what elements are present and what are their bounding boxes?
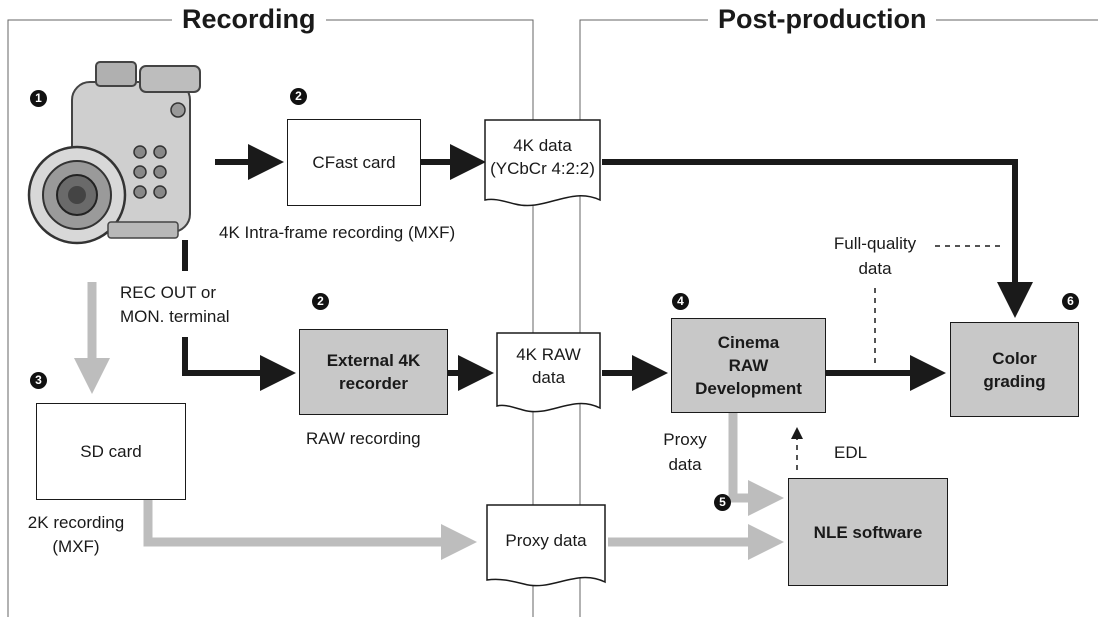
node-external-recorder-line1: External 4K <box>326 351 421 370</box>
badge-external-recorder: 2 <box>312 293 329 310</box>
badge-cfast: 2 <box>290 88 307 105</box>
badge-nle: 5 <box>714 494 731 511</box>
arrow-sd-to-proxy-doc <box>143 500 477 560</box>
doc-raw-data-line2: data <box>531 368 566 387</box>
label-edl: EDL <box>834 443 868 462</box>
doc-4k-data-line1: 4K data <box>513 136 572 155</box>
section-title-recording: Recording <box>172 3 326 35</box>
main-arrows <box>182 144 1033 391</box>
badge-color-grading: 6 <box>1062 293 1079 310</box>
dashed-links <box>791 245 1000 470</box>
label-raw-recording: RAW recording <box>306 429 421 448</box>
doc-4k-data <box>484 119 601 207</box>
arrow-4k-data-to-grading <box>602 159 1033 318</box>
node-external-recorder-line2: recorder <box>339 374 408 393</box>
doc-4k-data-text: 4K data (YCbCr 4:2:2) <box>485 126 600 188</box>
label-rec-out-line1: REC OUT or <box>120 283 217 302</box>
section-title-post-production: Post-production <box>708 3 937 35</box>
label-2k-recording-line1: 2K recording <box>27 513 125 532</box>
node-nle-label: NLE software <box>813 522 923 542</box>
node-cinema-raw-line2: RAW <box>728 356 769 375</box>
label-full-quality-line2: data <box>858 259 892 278</box>
label-rec-out-line2: MON. terminal <box>120 307 230 326</box>
doc-4k-data-line2: (YCbCr 4:2:2) <box>490 159 595 178</box>
badge-cinema-raw: 4 <box>672 293 689 310</box>
cinema-camera-icon <box>27 61 201 245</box>
node-color-grading: Color grading <box>950 322 1079 417</box>
node-color-grading-line2: grading <box>983 371 1046 391</box>
node-sd-card: SD card <box>36 403 186 500</box>
badge-camera: 1 <box>30 90 47 107</box>
label-full-quality-line1: Full-quality <box>833 234 917 253</box>
label-proxy-line2: data <box>668 455 702 474</box>
document-shapes <box>484 119 606 587</box>
label-intra-frame: 4K Intra-frame recording (MXF) <box>219 223 456 242</box>
doc-raw-data-text: 4K RAW data <box>497 338 600 394</box>
node-cinema-raw-development: Cinema RAW Development <box>671 318 826 413</box>
doc-proxy-label: Proxy data <box>505 530 587 550</box>
node-external-recorder: External 4K recorder <box>299 329 448 415</box>
node-cinema-raw-line1: Cinema <box>717 333 780 352</box>
arrow-cinema-raw-proxy-to-nle <box>728 413 784 516</box>
node-cfast-card: CFast card <box>287 119 421 206</box>
node-color-grading-line1: Color <box>992 348 1037 368</box>
doc-raw-data <box>496 332 601 413</box>
label-proxy-line1: Proxy <box>663 430 707 449</box>
doc-raw-data-line1: 4K RAW <box>516 345 581 364</box>
doc-proxy <box>486 504 606 587</box>
node-nle-software: NLE software <box>788 478 948 586</box>
label-2k-recording-line2: (MXF) <box>52 537 100 556</box>
node-sd-card-label: SD card <box>80 442 142 461</box>
doc-proxy-text: Proxy data <box>487 510 605 570</box>
proxy-arrows <box>74 282 784 560</box>
node-cinema-raw-line3: Development <box>695 379 802 398</box>
node-cfast-card-label: CFast card <box>312 153 396 172</box>
arrow-rec-out-to-external-recorder <box>182 337 296 391</box>
badge-sd-card: 3 <box>30 372 47 389</box>
